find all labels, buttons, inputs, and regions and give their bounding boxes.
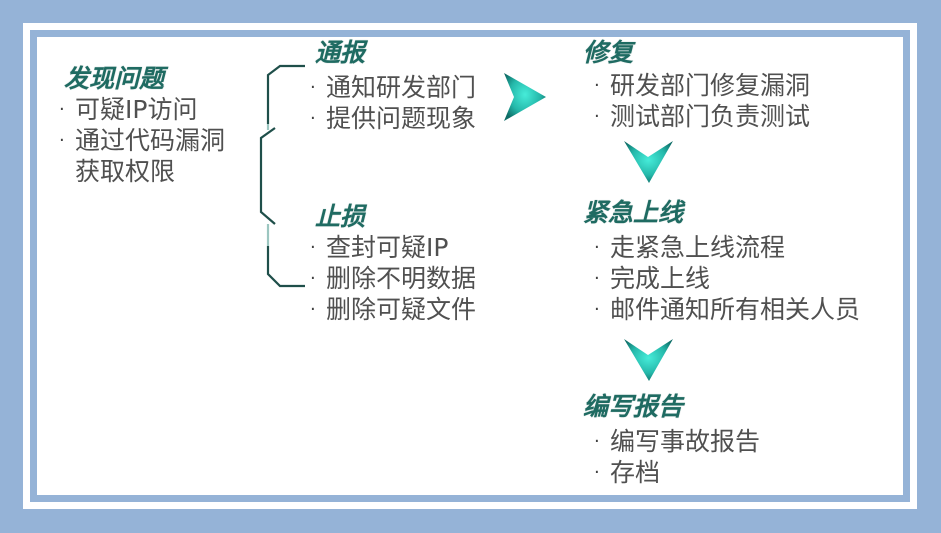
bullet: ·	[310, 108, 316, 129]
bullet: ·	[594, 268, 600, 289]
list-item: ·邮件通知所有相关人员	[594, 295, 861, 324]
list-item-continuation: 获取权限	[75, 157, 176, 186]
bracket-bottom-segment	[266, 246, 305, 288]
list-item: ·通过代码漏洞	[59, 126, 226, 155]
bullet: ·	[594, 237, 600, 258]
emergency-release-heading: 紧急上线	[583, 198, 684, 227]
bullet: ·	[310, 237, 316, 258]
list-item: ·测试部门负责测试	[594, 102, 811, 131]
bullet: ·	[59, 130, 65, 151]
branch-bracket	[259, 64, 305, 288]
list-item: ·存档	[594, 458, 661, 487]
list-item: ·可疑IP访问	[59, 95, 198, 124]
discover-list: ·可疑IP访问 ·通过代码漏洞 获取权限	[59, 94, 225, 187]
bracket-middle-segment	[259, 127, 276, 225]
notify-list: ·通知研发部门 ·提供问题现象	[310, 72, 476, 134]
arrow-right-icon	[504, 73, 546, 121]
stop-loss-heading: 止损	[315, 202, 366, 231]
bullet: ·	[594, 106, 600, 127]
list-item: ·提供问题现象	[310, 104, 477, 133]
arrow-down-icon	[624, 339, 673, 381]
bullet: ·	[310, 299, 316, 320]
list-item: ·查封可疑IP	[310, 233, 449, 262]
fix-heading: 修复	[583, 38, 634, 67]
list-item: ·删除可疑文件	[310, 295, 477, 324]
emergency-release-list: ·走紧急上线流程 ·完成上线 ·邮件通知所有相关人员	[594, 232, 860, 325]
bullet: ·	[594, 431, 600, 452]
bullet: ·	[310, 77, 316, 98]
stop-loss-list: ·查封可疑IP ·删除不明数据 ·删除可疑文件	[310, 232, 476, 325]
bullet: ·	[594, 299, 600, 320]
list-item: ·研发部门修复漏洞	[594, 71, 811, 100]
discover-heading: 发现问题	[64, 64, 165, 93]
diagram-canvas	[37, 37, 903, 495]
report-heading: 编写报告	[583, 392, 684, 421]
list-item: ·编写事故报告	[594, 427, 761, 456]
bullet: ·	[310, 268, 316, 289]
list-item: ·删除不明数据	[310, 264, 477, 293]
bullet: ·	[594, 462, 600, 483]
notify-heading: 通报	[315, 38, 366, 67]
list-item: ·走紧急上线流程	[594, 233, 786, 262]
fix-list: ·研发部门修复漏洞 ·测试部门负责测试	[594, 70, 810, 132]
list-item: ·完成上线	[594, 264, 711, 293]
bullet: ·	[59, 99, 65, 120]
bullet: ·	[594, 75, 600, 96]
arrow-down-icon	[624, 141, 673, 183]
report-list: ·编写事故报告 ·存档	[594, 426, 760, 488]
bracket-top-segment	[266, 64, 305, 124]
list-item: ·通知研发部门	[310, 73, 477, 102]
